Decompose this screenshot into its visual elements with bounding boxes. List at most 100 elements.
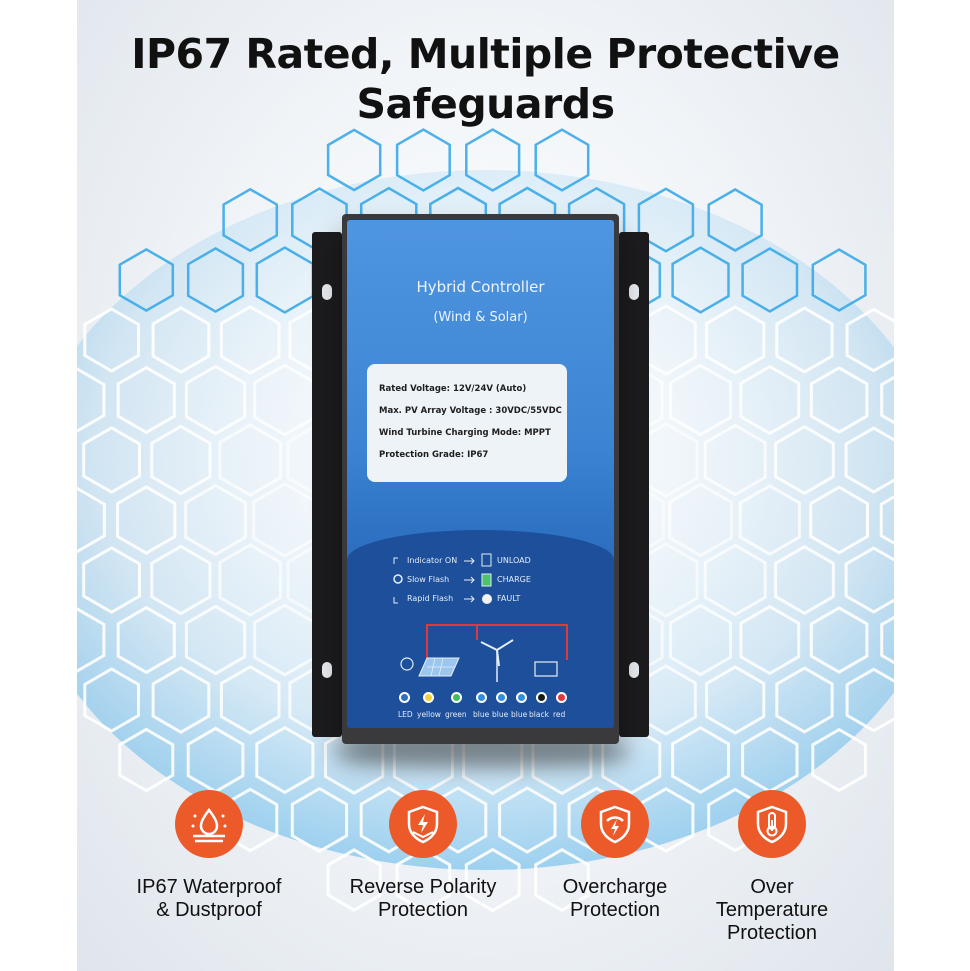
hexagon-cell <box>845 667 894 733</box>
hexagon-cell <box>880 615 894 665</box>
hexagon-cell <box>255 725 315 795</box>
hexagon-cell <box>326 848 382 912</box>
hexagon-cell <box>290 786 349 854</box>
terminal-label: blue <box>473 710 490 719</box>
indicator-mode-rapid: Rapid Flash <box>407 594 454 603</box>
hexagon-cell <box>82 546 141 614</box>
hexagon-cell <box>534 847 590 913</box>
hexagon-cell <box>184 364 247 436</box>
hexagon-cell <box>738 484 801 556</box>
hexagon-cell <box>222 187 279 253</box>
hexagon-cell <box>150 544 212 616</box>
hexagon-cell <box>534 128 590 192</box>
hexagon-cell <box>669 363 732 437</box>
terminal-label: blue <box>492 710 509 719</box>
water-drop-icon <box>175 790 243 858</box>
spec-protection-grade: Protection Grade: IP67 <box>379 450 489 460</box>
device-body: Hybrid Controller (Wind & Solar) Rated V… <box>342 214 619 744</box>
hexagon-cell <box>326 128 382 192</box>
spec-label: Rated Voltage: 12V/24V (Auto) Max. PV Ar… <box>367 364 567 482</box>
hexagon-cell <box>219 665 281 735</box>
terminal-label: green <box>445 710 467 719</box>
hexagon-cell <box>83 307 140 373</box>
hexagon-cell <box>811 727 867 793</box>
hexagon-cell <box>774 424 835 496</box>
hexagon-cell <box>498 786 557 854</box>
device-front-panel: Hybrid Controller (Wind & Solar) Rated V… <box>347 220 614 728</box>
indicator-mode-on: Indicator ON <box>407 556 458 565</box>
hexagon-cell <box>218 543 282 617</box>
hexagon-cell <box>186 246 245 314</box>
hexagon-cell <box>77 607 106 673</box>
hexagon-cell <box>669 603 732 677</box>
product-banner: IP67 Rated, Multiple Protective Safeguar… <box>77 0 894 971</box>
indicator-state-unload: UNLOAD <box>497 556 531 565</box>
hexagon-cell <box>741 247 799 313</box>
overcharge-shield-icon <box>581 790 649 858</box>
spec-rated-voltage: Rated Voltage: 12V/24V (Auto) <box>379 384 527 394</box>
spec-pv-voltage: Max. PV Array Voltage : 30VDC/55VDC <box>379 406 562 416</box>
hybrid-controller-device: Hybrid Controller (Wind & Solar) Rated V… <box>312 214 649 744</box>
hexagon-cell <box>845 307 894 373</box>
controller-name: Hybrid Controller <box>416 278 545 296</box>
hexagon-cell <box>775 666 834 734</box>
hexagon-cell <box>151 666 211 734</box>
hexagon-cell <box>77 486 106 554</box>
hexagon-cell <box>671 725 730 795</box>
hexagon-cell <box>809 606 869 674</box>
hexagon-cell <box>82 426 141 494</box>
hexagon-cell <box>151 306 211 374</box>
hexagon-cell <box>844 426 894 494</box>
battery-icon <box>534 661 558 677</box>
spec-charging-mode: Wind Turbine Charging Mode: MPPT <box>379 428 551 438</box>
headline-line-2: Safeguards <box>356 80 615 128</box>
terminal-black <box>536 692 547 703</box>
feature-label: IP67 Waterproof& Dustproof <box>136 876 282 921</box>
terminal-led <box>399 692 410 703</box>
hexagon-cell <box>116 485 177 555</box>
bulb-icon <box>400 657 414 671</box>
terminal-blue-1 <box>476 692 487 703</box>
terminal-label: yellow <box>417 710 441 719</box>
terminal-blue-3 <box>516 692 527 703</box>
hexagon-cell <box>395 128 451 192</box>
hexagon-cell <box>464 847 521 913</box>
hexagon-cell <box>880 375 894 425</box>
hexagon-cell <box>186 726 245 794</box>
terminal-label: LED <box>398 710 413 719</box>
wiring-diagram <box>400 624 568 682</box>
terminal-yellow <box>423 692 434 703</box>
hexagon-cell <box>809 485 869 555</box>
mounting-hole <box>629 284 639 300</box>
mounting-hole <box>322 662 332 678</box>
indicator-state-charge: CHARGE <box>497 575 531 584</box>
hexagon-cell <box>774 544 835 616</box>
hexagon-cell <box>811 248 867 312</box>
hexagon-cell <box>879 495 894 545</box>
hexagon-cell <box>218 423 282 497</box>
headline-line-1: IP67 Rated, Multiple Protective <box>131 30 840 78</box>
hexagon-cell <box>809 366 869 434</box>
hexagon-cell <box>116 605 176 675</box>
hexagon-cell <box>150 424 212 496</box>
hexagon-cell <box>739 604 801 676</box>
terminal-red <box>556 692 567 703</box>
terminal-label: black <box>529 710 549 719</box>
hexagon-cell <box>739 364 801 436</box>
hexagon-cell <box>465 128 521 192</box>
terminal-green <box>451 692 462 703</box>
mounting-hole <box>322 284 332 300</box>
hexagon-cell <box>118 727 175 793</box>
thermometer-shield-icon <box>738 790 806 858</box>
hexagon-cell <box>671 246 730 314</box>
indicator-mode-slow: Slow Flash <box>407 575 450 584</box>
hexagon-cell <box>668 482 733 558</box>
controller-subtitle: (Wind & Solar) <box>433 310 528 325</box>
mounting-bracket-right <box>619 232 649 737</box>
hexagon-cell <box>118 247 175 313</box>
terminal-label: blue <box>511 710 528 719</box>
hexagon-cell <box>844 546 894 614</box>
